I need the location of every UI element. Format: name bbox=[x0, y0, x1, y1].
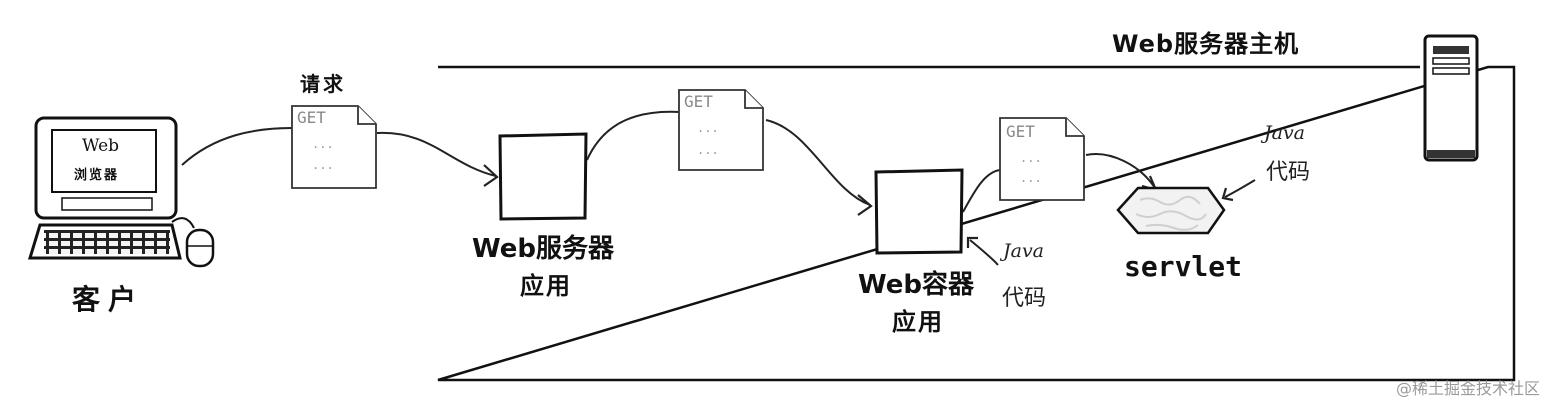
web-container-app-box bbox=[874, 168, 964, 255]
server-host-boundary bbox=[437, 65, 1516, 382]
document-line: ... bbox=[697, 143, 719, 157]
arrow-java-to-container bbox=[969, 239, 999, 266]
arrow-container-to-doc3 bbox=[962, 169, 1001, 213]
document-shape bbox=[678, 89, 764, 171]
web-container-app-label-line2: 应用 bbox=[892, 308, 944, 336]
document-line: ... bbox=[1020, 171, 1042, 185]
server-host-label: Web服务器主机 bbox=[1112, 30, 1300, 58]
mouse-icon bbox=[171, 217, 215, 268]
document-method: GET bbox=[297, 108, 326, 127]
servlet-label: servlet bbox=[1124, 250, 1243, 283]
document-line: ... bbox=[697, 121, 719, 135]
document-shape bbox=[291, 105, 377, 189]
document-line: ... bbox=[312, 137, 334, 151]
request-label: 请求 bbox=[300, 72, 346, 96]
browser-screen-subtitle: 浏览器 bbox=[74, 168, 120, 183]
keyboard-icon bbox=[27, 223, 182, 260]
web-server-app-box bbox=[498, 132, 588, 221]
arrow-doc2-to-container bbox=[765, 119, 871, 206]
arrow-doc1-to-webserver bbox=[376, 131, 497, 177]
document-shape bbox=[999, 117, 1085, 201]
web-server-app-label-line1: Web服务器 bbox=[472, 234, 614, 264]
server-tower-icon bbox=[1423, 34, 1479, 162]
arrow-doc3-to-servlet bbox=[1085, 153, 1156, 189]
arrow-webserver-to-doc2 bbox=[586, 110, 681, 161]
java-code-label-1-line2: 代码 bbox=[1266, 160, 1311, 185]
document-method: GET bbox=[684, 92, 713, 111]
document-method: GET bbox=[1006, 122, 1035, 141]
arrow-java-to-servlet bbox=[1224, 179, 1256, 198]
request-document-1: GET ... ... bbox=[290, 104, 380, 190]
client-label: 客户 bbox=[72, 283, 145, 316]
request-document-2: GET ... ... bbox=[677, 88, 767, 172]
web-container-app-label-line1: Web容器 bbox=[858, 270, 974, 300]
servlet-hexagon-icon bbox=[1116, 186, 1226, 235]
browser-screen-title: Web bbox=[82, 136, 120, 156]
document-line: ... bbox=[312, 158, 334, 172]
web-server-app-label-line2: 应用 bbox=[520, 272, 572, 300]
client-computer-icon bbox=[34, 116, 178, 220]
arrow-client-to-doc1 bbox=[181, 127, 293, 166]
java-code-label-1-line1: Java bbox=[1264, 122, 1306, 144]
watermark: @稀土掘金技术社区 bbox=[1396, 379, 1541, 398]
java-code-label-2-line1: Java bbox=[1003, 240, 1045, 262]
java-code-label-2-line2: 代码 bbox=[1002, 286, 1047, 311]
document-line: ... bbox=[1020, 151, 1042, 165]
request-document-3: GET ... ... bbox=[998, 116, 1088, 202]
